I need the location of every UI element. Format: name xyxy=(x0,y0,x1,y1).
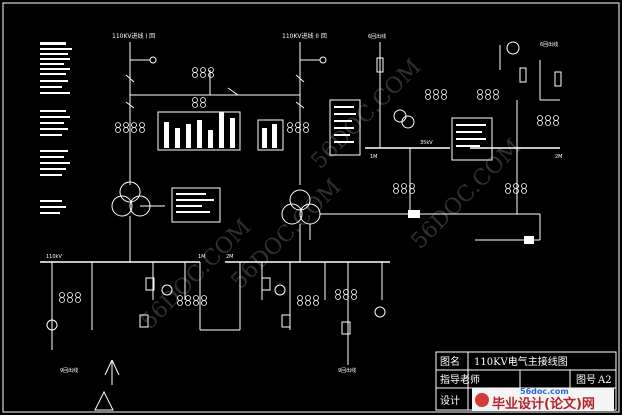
circuit-lines xyxy=(40,41,562,411)
title-sheet-label: 图号 xyxy=(576,374,596,386)
title-designer-label: 设计 xyxy=(440,394,460,407)
ct-symbol-groups xyxy=(59,67,559,306)
left-legend-blocks xyxy=(40,42,72,214)
feeder-label-110kv-2: 110KV进线 II 回 xyxy=(282,32,327,40)
feeder-label-110kv-1: 110KV进线 I 回 xyxy=(112,32,155,40)
watermark-4: 56DOC.COM xyxy=(407,135,527,255)
bus-label-10kv-1m: 1M xyxy=(198,254,206,260)
outgoing-label-top-right: 6回出线 xyxy=(540,41,558,48)
logo-title: 毕业设计(论文)网 xyxy=(492,396,595,412)
title-sheet-value: A2 xyxy=(597,375,612,386)
bus-label-10kv-2m: 2M xyxy=(226,254,234,260)
outgoing-label-bottom-right: 9回出线 xyxy=(338,367,356,374)
title-advisor-label: 指导老师 xyxy=(440,373,480,386)
site-logo: 56doc.com 毕业设计(论文)网 xyxy=(472,387,614,412)
title-name-value: 110KV电气主接线图 xyxy=(474,355,568,368)
outgoing-label-top-left: 6回出线 xyxy=(368,33,386,40)
title-name-label: 图名 xyxy=(440,355,460,368)
bus-label-35kv-2m: 2M xyxy=(555,154,563,160)
equipment-tables xyxy=(157,99,534,244)
logo-emblem-icon xyxy=(475,393,489,407)
logo-url: 56doc.com xyxy=(520,387,569,396)
outgoing-label-bottom-left: 9回出线 xyxy=(60,367,78,374)
bus-label-35kv-1m: 1M xyxy=(370,154,378,160)
bus-label-110kv: 110kV xyxy=(46,254,62,260)
bus-label-35kv: 35kV xyxy=(420,140,433,146)
watermark-3: 56DOC.COM xyxy=(307,55,427,175)
